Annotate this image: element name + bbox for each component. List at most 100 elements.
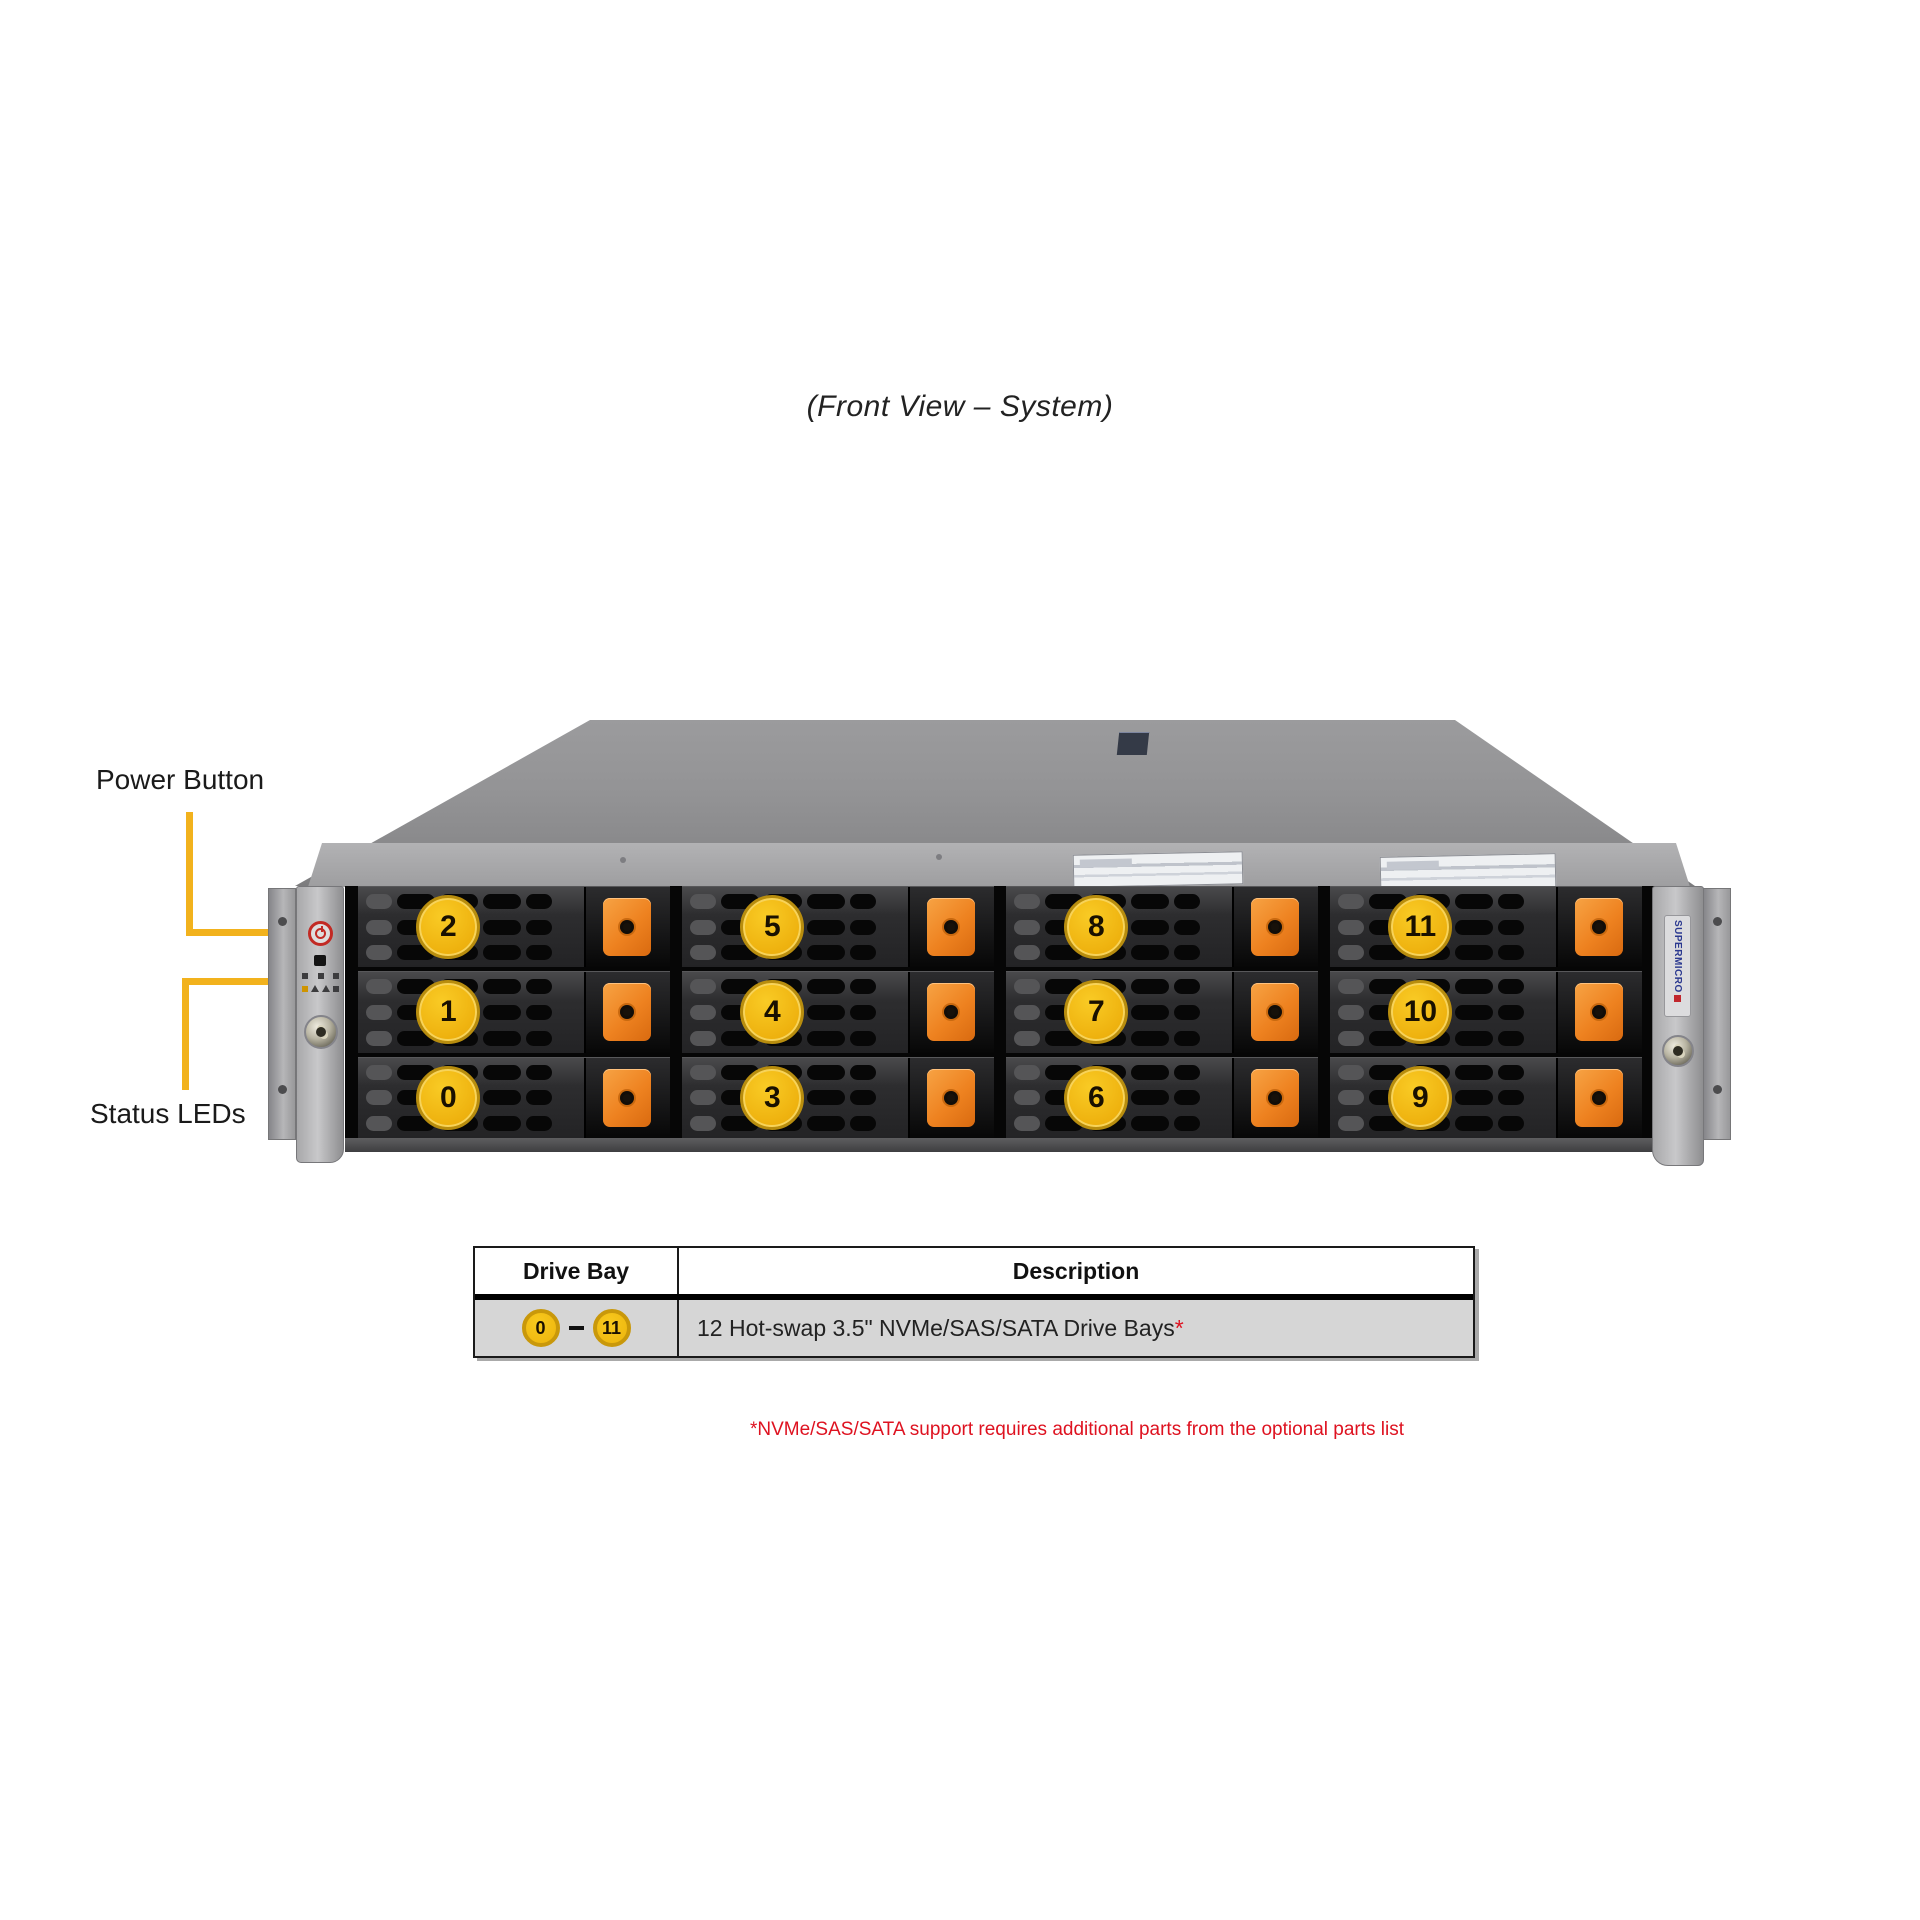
power-button [308,921,333,946]
rim-screw [936,854,942,860]
power-callout-line-horizontal [186,929,305,936]
tray-latch-section [908,1057,994,1138]
header-description: Description [1012,1257,1140,1284]
figure-title: (Front View – System) [806,390,1114,423]
tray-release-button [927,1068,975,1127]
brand-text: SUPERMICRO [1672,920,1683,993]
status-leds [302,973,339,998]
footnote-text: *NVMe/SAS/SATA support requires addition… [749,1419,1405,1440]
description-cell: 12 Hot-swap 3.5" NVMe/SAS/SATA Drive Bay… [679,1300,1473,1356]
left-rack-flange [268,888,296,1140]
latch-screw-icon [620,920,634,935]
latch-screw-icon [1592,1005,1606,1020]
drive-bay-tray-3: 3 [682,1056,994,1138]
chassis-front-rim [308,843,1690,887]
tray-latch-section [1232,887,1318,968]
bay-number-label: 11 [1388,895,1453,960]
uid-button [314,955,326,966]
tray-latch-section [1556,972,1642,1053]
drive-bay-tray-6: 6 [1006,1056,1318,1138]
drive-bay-tray-5: 5 [682,886,994,968]
drive-bay-tray-4: 4 [682,971,994,1053]
tray-latch-section [1232,1057,1318,1138]
tray-vent-panel: 9 [1330,1057,1556,1138]
bay-number-label: 1 [416,980,481,1045]
tray-latch-section [584,972,670,1053]
latch-screw-icon [1268,920,1282,935]
brand-badge: SUPERMICRO [1664,915,1691,1017]
latch-screw-icon [944,1005,958,1020]
tray-latch-section [1556,1057,1642,1138]
brand-logo-icon [1674,994,1681,1002]
tray-release-button [1575,1068,1623,1127]
range-dash-icon [568,1326,584,1330]
drive-bay-tray-10: 10 [1330,971,1642,1053]
bay-number-label: 6 [1064,1065,1129,1130]
drive-bay-tray-0: 0 [358,1056,670,1138]
power-button-label: Power Button [96,764,265,795]
tray-release-button [1251,983,1299,1042]
power-icon [315,926,326,939]
status-callout-line-horizontal [182,978,301,985]
latch-screw-icon [944,1090,958,1105]
description-asterisk: * [1174,1314,1184,1341]
tray-vent-panel: 3 [682,1057,908,1138]
table-data-row: 0 11 12 Hot-swap 3.5" NVMe/SAS/SATA Driv… [475,1300,1473,1356]
drive-bay-tray-11: 11 [1330,886,1642,968]
status-leds-label: Status LEDs [90,1098,246,1129]
tray-vent-panel: 11 [1330,887,1556,968]
bay-number-label: 8 [1064,895,1129,960]
latch-screw-icon [620,1090,634,1105]
bay-number-label: 10 [1388,980,1453,1045]
drive-bay-tray-9: 9 [1330,1056,1642,1138]
drive-bay-tray-7: 7 [1006,971,1318,1053]
right-rack-flange [1703,888,1731,1140]
drive-bay-tray-8: 8 [1006,886,1318,968]
chassis-bottom-rim [345,1138,1655,1152]
bay-range-cell: 0 11 [475,1300,679,1356]
tray-release-button [1575,983,1623,1042]
tray-latch-section [584,1057,670,1138]
tray-release-button [927,898,975,957]
latch-screw-icon [1268,1090,1282,1105]
header-drive-bay: Drive Bay [475,1248,679,1294]
bay-number-label: 7 [1064,980,1129,1045]
tray-vent-panel: 6 [1006,1057,1232,1138]
vent-grid [366,1064,556,1131]
tray-latch-section [908,972,994,1053]
tray-latch-section [1556,887,1642,968]
table-header-row: Drive Bay Description [475,1248,1473,1300]
tray-vent-panel: 5 [682,887,908,968]
tray-release-button [603,1068,651,1127]
latch-screw-icon [944,920,958,935]
bay-number-label: 0 [416,1065,481,1130]
latch-screw-icon [1592,920,1606,935]
tray-release-button [1251,898,1299,957]
tray-latch-section [584,887,670,968]
bay-number-label: 9 [1388,1065,1453,1130]
tray-vent-panel: 1 [358,972,584,1053]
tray-latch-section [1232,972,1318,1053]
rim-screw [620,857,626,863]
latch-screw-icon [620,1005,634,1020]
latch-screw-icon [1592,1090,1606,1105]
tray-release-button [603,898,651,957]
tray-latch-section [908,887,994,968]
front-bezel-lock [304,1015,338,1049]
tray-vent-panel: 10 [1330,972,1556,1053]
bay-number-label: 5 [740,895,805,960]
tray-release-button [1251,1068,1299,1127]
tray-release-button [927,983,975,1042]
bay-number-label: 3 [740,1065,805,1130]
bay-number-label: 4 [740,980,805,1045]
bay-range-end-badge: 11 [592,1309,631,1347]
tray-release-button [1575,898,1623,957]
description-text: 12 Hot-swap 3.5" NVMe/SAS/SATA Drive Bay… [697,1314,1175,1341]
status-callout-line-vertical [182,978,189,1090]
label-sticker [1073,851,1244,888]
tray-vent-panel: 8 [1006,887,1232,968]
right-control-ear: SUPERMICRO [1652,886,1704,1166]
